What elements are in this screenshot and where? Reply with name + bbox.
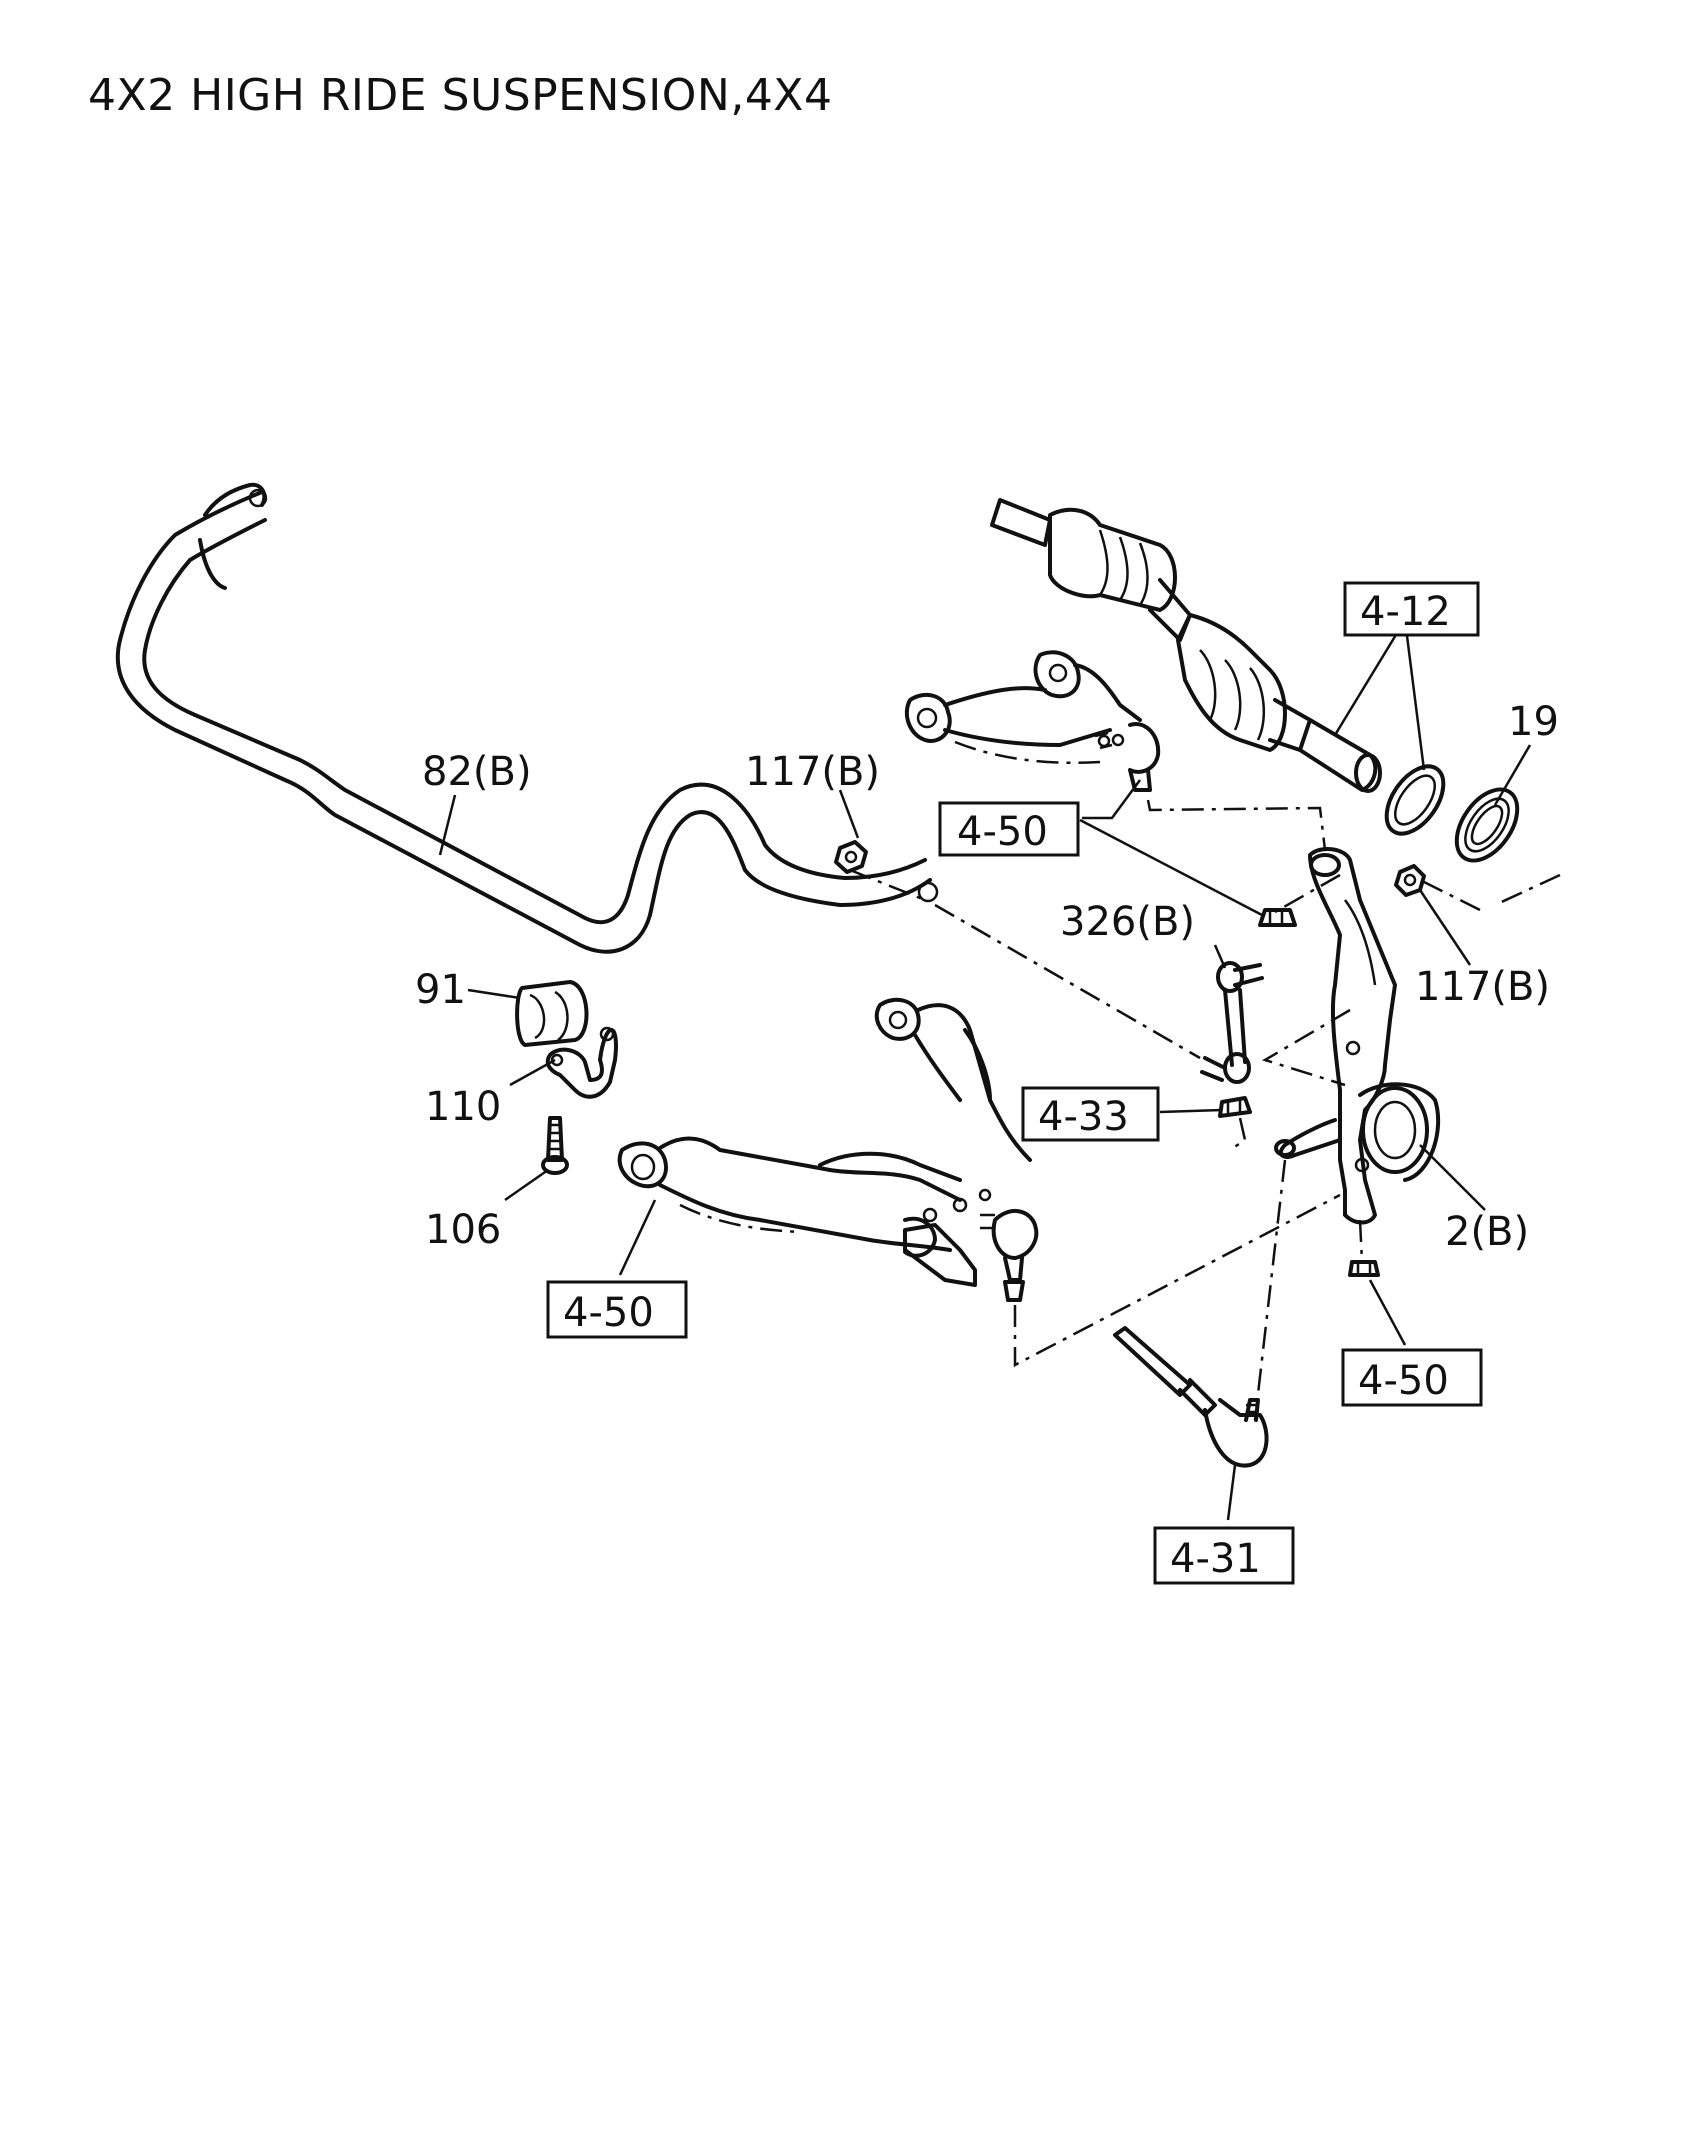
bushing-bracket (545, 1026, 618, 1099)
page-title: 4X2 HIGH RIDE SUSPENSION,4X4 (88, 70, 833, 121)
stabilizer-link-nut (834, 840, 868, 874)
upper-castle-nut (1258, 908, 1297, 927)
reference-4-33: 4-33 (1021, 1086, 1160, 1142)
seal-ring (1384, 764, 1446, 836)
tie-rod-castle-nut (1218, 1096, 1252, 1118)
reference-4-50-upper: 4-50 (938, 801, 1080, 857)
callout-106: 106 (425, 1207, 501, 1253)
drive-shaft (990, 498, 1382, 793)
hub-seal-ring (1454, 787, 1520, 863)
svg-text:4-33: 4-33 (1038, 1094, 1129, 1140)
callout-117-upper: 117(B) (745, 749, 880, 795)
reference-4-50-knuckle: 4-50 (1341, 1348, 1483, 1407)
stabilizer-bar (115, 482, 939, 954)
svg-text:4-31: 4-31 (1170, 1536, 1261, 1582)
stabilizer-link (1200, 961, 1264, 1084)
callout-110: 110 (425, 1084, 501, 1130)
leader-lines (438, 619, 1532, 1521)
bracket-bolt (541, 1116, 569, 1175)
callout-19: 19 (1508, 699, 1559, 745)
svg-text:4-50: 4-50 (563, 1290, 654, 1336)
callout-82: 82(B) (422, 749, 532, 795)
upper-control-arm (904, 650, 1161, 792)
svg-text:4-50: 4-50 (1358, 1358, 1449, 1404)
tie-rod-end (1113, 1326, 1269, 1468)
assembly-lines (849, 799, 1561, 1421)
callout-2: 2(B) (1445, 1209, 1529, 1255)
reference-4-50-lower-arm: 4-50 (546, 1280, 688, 1339)
lower-castle-nut (1348, 1260, 1380, 1277)
reference-4-31: 4-31 (1153, 1526, 1295, 1585)
callout-326: 326(B) (1060, 899, 1195, 945)
callout-91: 91 (415, 967, 466, 1013)
steering-knuckle (1274, 847, 1441, 1225)
lower-control-arm (617, 997, 1039, 1302)
stabilizer-bushing (515, 980, 589, 1047)
reference-4-12: 4-12 (1343, 581, 1480, 637)
svg-text:4-12: 4-12 (1360, 589, 1451, 635)
callout-117-lower: 117(B) (1415, 964, 1550, 1010)
svg-text:4-50: 4-50 (957, 809, 1048, 855)
